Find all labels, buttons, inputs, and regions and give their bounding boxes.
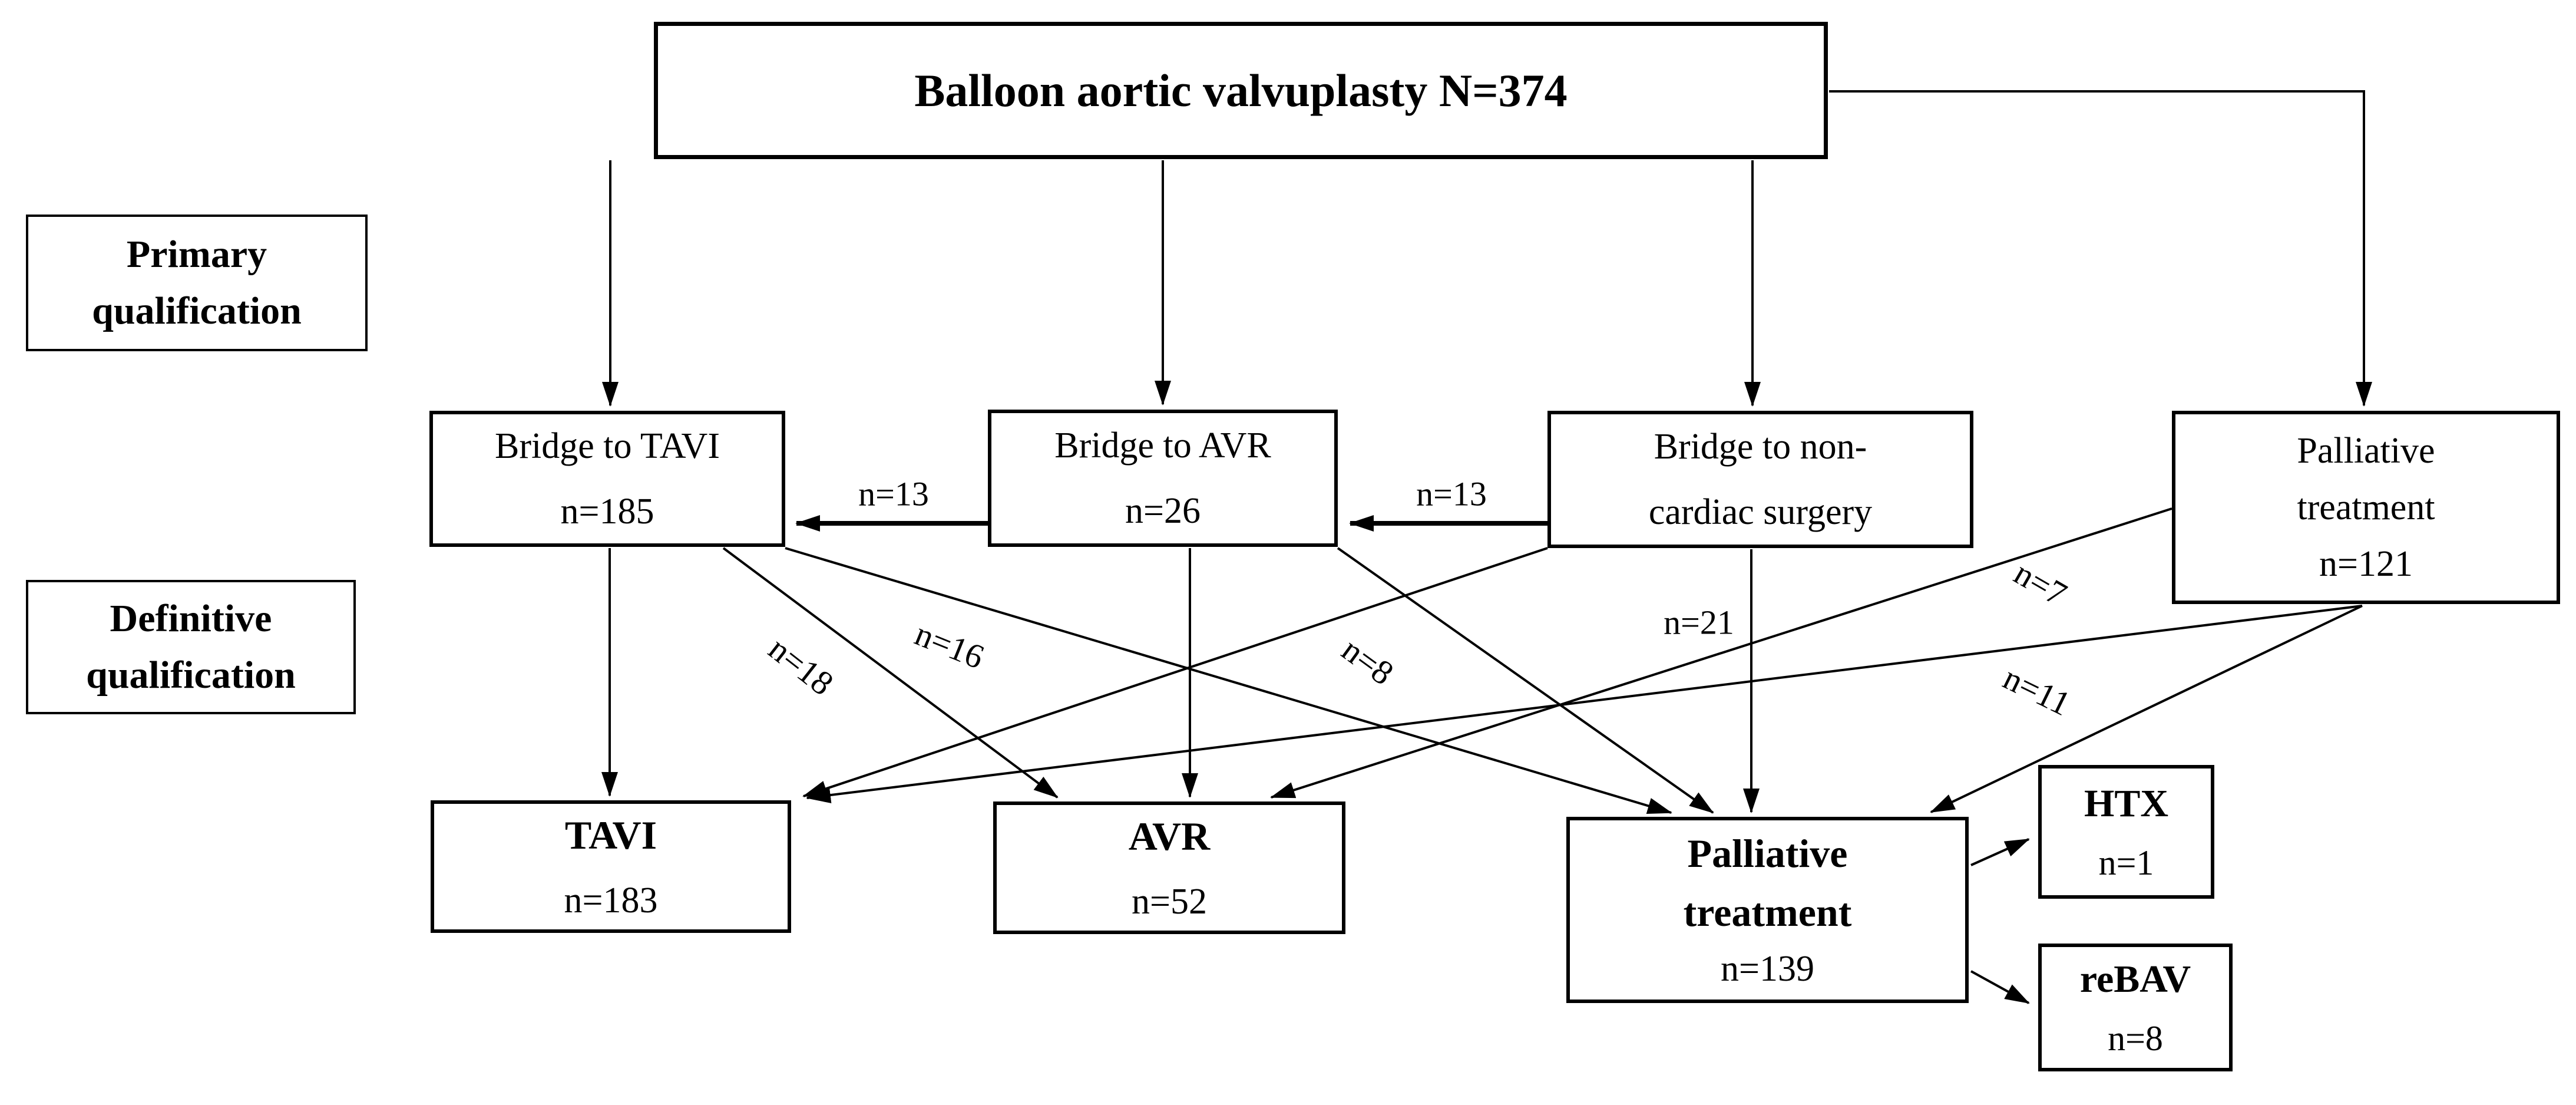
primary-label-line2: qualification [92,289,302,332]
bridge-to-avr-count: n=26 [1125,490,1201,531]
palliative-definitive-box: Palliative treatment n=139 [1566,817,1969,1003]
rebav-label: reBAV [2079,957,2191,1001]
edge-palliative-to-rebav [1970,970,2030,1004]
definitive-label-line2: qualification [86,654,296,697]
palliative-primary-label1: Palliative [2297,430,2435,471]
bridge-to-noncardiac-box: Bridge to non- cardiac surgery [1547,411,1973,548]
bridge-to-avr-box: Bridge to AVR n=26 [988,410,1338,547]
bridge-to-noncardiac-label2: cardiac surgery [1648,492,1873,532]
palliative-primary-label2: treatment [2297,487,2435,527]
tavi-count: n=183 [564,880,658,921]
edge-label-noncardiac-to-avr-bridge: n=13 [1416,474,1487,513]
avr-box: AVR n=52 [993,801,1345,934]
primary-qualification-label-box: Primary qualification [26,215,368,351]
edge-bav-to-palliative-primary [1829,90,2372,407]
palliative-definitive-label1: Palliative [1687,830,1848,876]
edge-bridge-tavi-to-palliative [785,547,1672,814]
edge-palliative-to-palliative [1930,605,2363,813]
rebav-count: n=8 [2108,1019,2163,1058]
definitive-label-line1: Definitive [110,597,272,641]
edge-palliative-to-tavi [806,605,2363,803]
avr-count: n=52 [1132,881,1207,922]
primary-label-line1: Primary [126,233,267,276]
palliative-primary-count: n=121 [2319,544,2413,585]
definitive-qualification-label-box: Definitive qualification [26,580,356,714]
edge-label-noncardiac-to-palliative: n=21 [1664,603,1734,642]
edge-palliative-to-htx [1970,838,2030,866]
palliative-definitive-label2: treatment [1683,890,1852,935]
bridge-to-tavi-label: Bridge to TAVI [495,426,720,467]
tavi-label: TAVI [564,813,657,858]
edge-bridge-tavi-to-avr [722,547,1059,799]
bav-box: Balloon aortic valvuplasty N=374 [654,22,1828,159]
htx-label: HTX [2084,781,2169,825]
edge-label-avr-bridge-to-tavi-bridge: n=13 [858,474,929,513]
htx-count: n=1 [2098,843,2154,883]
avr-label: AVR [1128,814,1211,859]
rebav-box: reBAV n=8 [2038,944,2233,1071]
bridge-to-avr-label: Bridge to AVR [1054,425,1271,466]
bridge-to-tavi-box: Bridge to TAVI n=185 [429,411,785,547]
edge-bridge-avr-to-palliative [1337,547,1714,814]
tavi-box: TAVI n=183 [431,800,791,933]
bridge-to-tavi-count: n=185 [560,491,654,532]
edge-palliative-to-avr [1270,507,2172,799]
bridge-to-noncardiac-label1: Bridge to non- [1654,427,1867,467]
htx-box: HTX n=1 [2038,765,2214,899]
palliative-primary-box: Palliative treatment n=121 [2172,411,2560,604]
bav-box-label: Balloon aortic valvuplasty N=374 [914,64,1568,116]
palliative-definitive-count: n=139 [1721,948,1814,989]
edge-noncardiac-to-tavi [802,547,1548,797]
